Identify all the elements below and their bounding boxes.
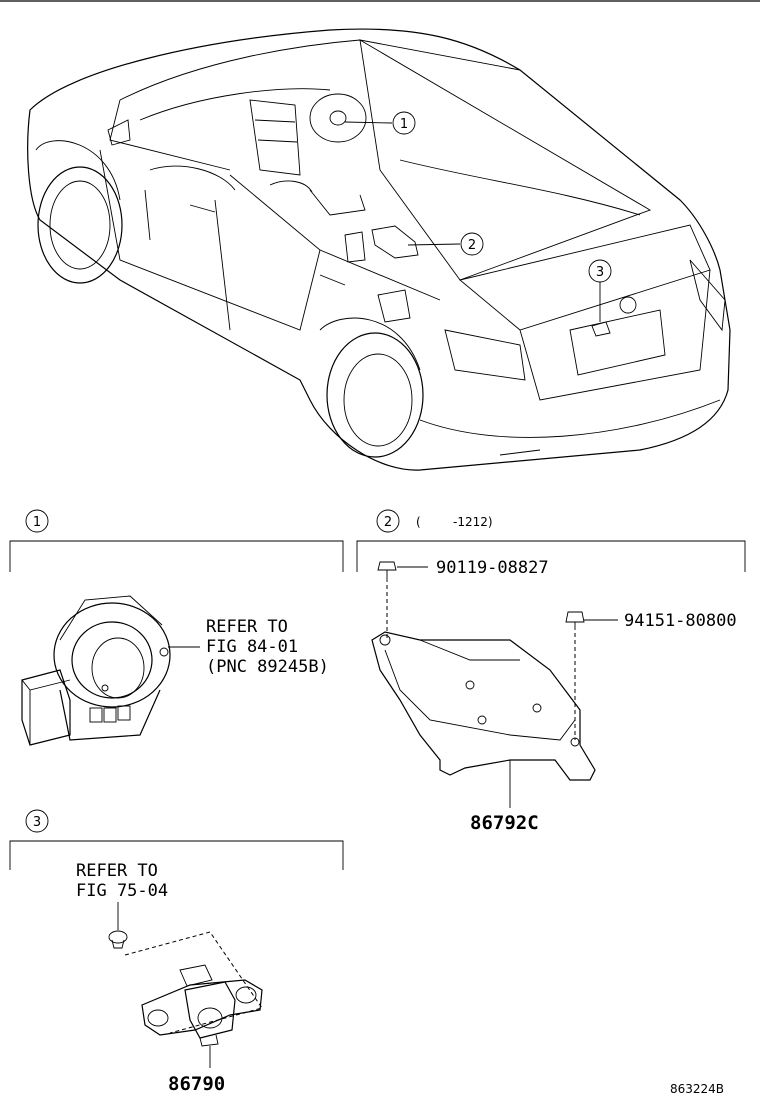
callout-3-label: 3 — [596, 265, 604, 280]
camera-part-number: 86790 — [168, 1073, 225, 1095]
refer-to-line3: (PNC 89245B) — [206, 657, 329, 677]
callout-1-circle — [392, 111, 416, 135]
camera-refer-line2: FIG 75-04 — [76, 881, 168, 901]
section-1-number: 1 — [33, 515, 41, 530]
nut-part-number: 94151-80800 — [624, 611, 737, 631]
bolt-icon — [377, 561, 397, 582]
section-1-number-circle — [25, 509, 49, 533]
figure-code: 863224B — [670, 1082, 724, 1096]
nut-icon — [565, 611, 585, 630]
callout-1-label: 1 — [400, 117, 408, 132]
section-3-number: 3 — [33, 815, 41, 830]
section-2-number: 2 — [384, 515, 392, 530]
vehicle-illustration — [27, 28, 731, 471]
bracket-part-number: 86792C — [470, 812, 539, 834]
section-3-bracket-line — [9, 840, 344, 870]
section-3: 3 REFER TO FIG 75-04 86790 — [9, 809, 344, 1095]
section-1: 1 REFER TO FIG 84-01 (PNC 89245B) — [9, 509, 344, 746]
section-3-number-circle — [25, 809, 49, 833]
vehicle-callouts: 1 2 3 — [344, 111, 612, 322]
section-2-bracket-line — [356, 540, 746, 572]
section-1-bracket-line — [9, 540, 344, 572]
refer-to-line1: REFER TO — [206, 617, 288, 637]
section-2: 2 ( -1212) 90119-08827 94151-80800 — [356, 509, 746, 834]
callout-2-label: 2 — [468, 238, 476, 253]
ecu-bracket-illustration — [371, 631, 596, 781]
camera-refer-line1: REFER TO — [76, 861, 158, 881]
range-text: -1212) — [453, 515, 493, 529]
camera-dashed-outline — [124, 931, 263, 1034]
bolt-part-number: 90119-08827 — [436, 558, 549, 578]
refer-to-line2: FIG 84-01 — [206, 637, 298, 657]
range-open-paren: ( — [416, 515, 421, 529]
callout-2-circle — [460, 232, 484, 256]
section-2-number-circle — [376, 509, 400, 533]
back-camera-illustration — [141, 964, 263, 1047]
clip-icon — [108, 930, 128, 949]
spiral-cable-illustration — [21, 595, 171, 746]
callout-3-circle — [588, 259, 612, 283]
